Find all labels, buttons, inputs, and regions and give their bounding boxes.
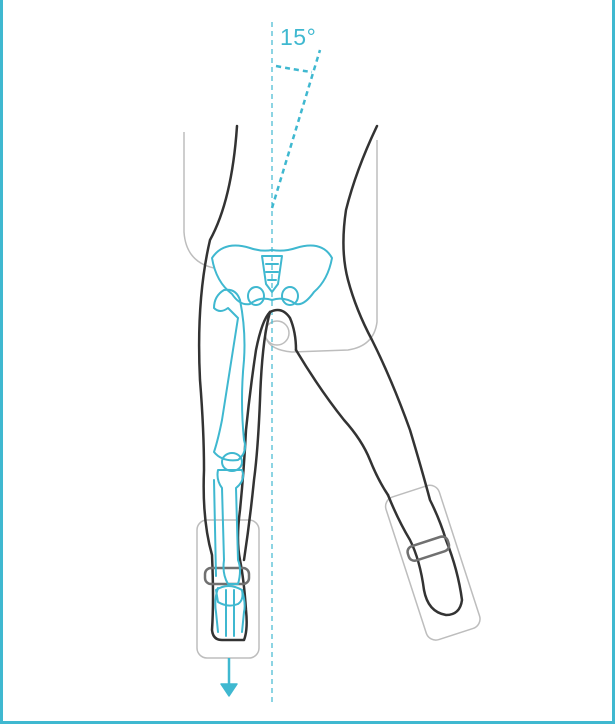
- pelvis-support: [184, 132, 377, 352]
- hip-pivot: [265, 321, 289, 345]
- femur: [214, 290, 245, 461]
- abduction-angle-line: [272, 50, 320, 208]
- angle-arc: [276, 66, 312, 72]
- ankle-bones: [216, 586, 243, 606]
- support-pads: [184, 132, 483, 658]
- left-obturator: [248, 287, 264, 305]
- down-arrow-icon: [221, 658, 237, 696]
- right-leg-outer: [343, 126, 462, 615]
- right-leg-inner: [296, 350, 388, 495]
- left-foot-support: [197, 520, 259, 658]
- angle-label: 15°: [280, 24, 316, 51]
- patella: [222, 453, 242, 471]
- right-obturator: [282, 287, 298, 305]
- fibula: [214, 480, 216, 576]
- foot-bones: [215, 588, 244, 636]
